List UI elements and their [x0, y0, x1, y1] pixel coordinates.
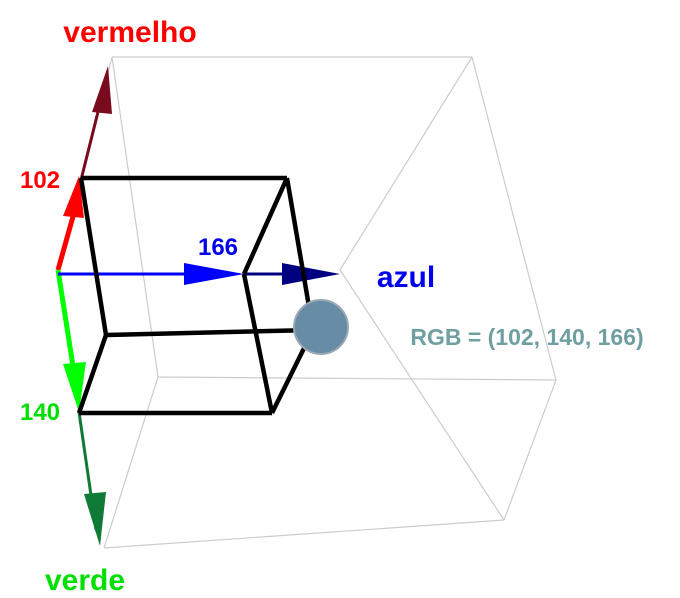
- red-axis: [55, 66, 112, 271]
- blue-axis: [58, 263, 340, 285]
- box-edge: [105, 327, 314, 338]
- blue-arrowhead: [184, 263, 244, 285]
- blue-value-label: 166: [198, 234, 238, 261]
- cube-edge: [339, 56, 473, 271]
- cube-edge: [339, 269, 505, 521]
- cube-edge: [157, 376, 557, 381]
- rgb-readout: RGB = (102, 140, 166): [410, 324, 643, 350]
- green-axis-label: verde: [45, 564, 125, 593]
- green-value-label: 140: [20, 399, 60, 426]
- box-edge: [241, 273, 275, 414]
- cube-edge: [103, 376, 159, 549]
- value-box-wireframe: [76, 175, 316, 416]
- box-edge: [78, 177, 109, 336]
- green-axis: [55, 269, 106, 546]
- red-value-label: 102: [20, 167, 60, 194]
- green-arrowhead-dark: [84, 492, 106, 546]
- blue-arrowhead-dark: [282, 263, 340, 285]
- box-edge: [76, 334, 109, 414]
- cube-edge: [503, 379, 557, 521]
- red-axis-label: vermelho: [63, 16, 196, 49]
- red-arrowhead: [63, 176, 84, 218]
- cube-edge: [471, 56, 557, 381]
- color-swatch: [293, 299, 349, 355]
- blue-axis-label: azul: [377, 261, 435, 294]
- cube-edge: [111, 56, 159, 378]
- green-arrowhead: [63, 362, 86, 412]
- red-arrowhead-dark: [92, 66, 112, 114]
- cube-edge: [103, 519, 505, 549]
- box-edge: [241, 177, 290, 275]
